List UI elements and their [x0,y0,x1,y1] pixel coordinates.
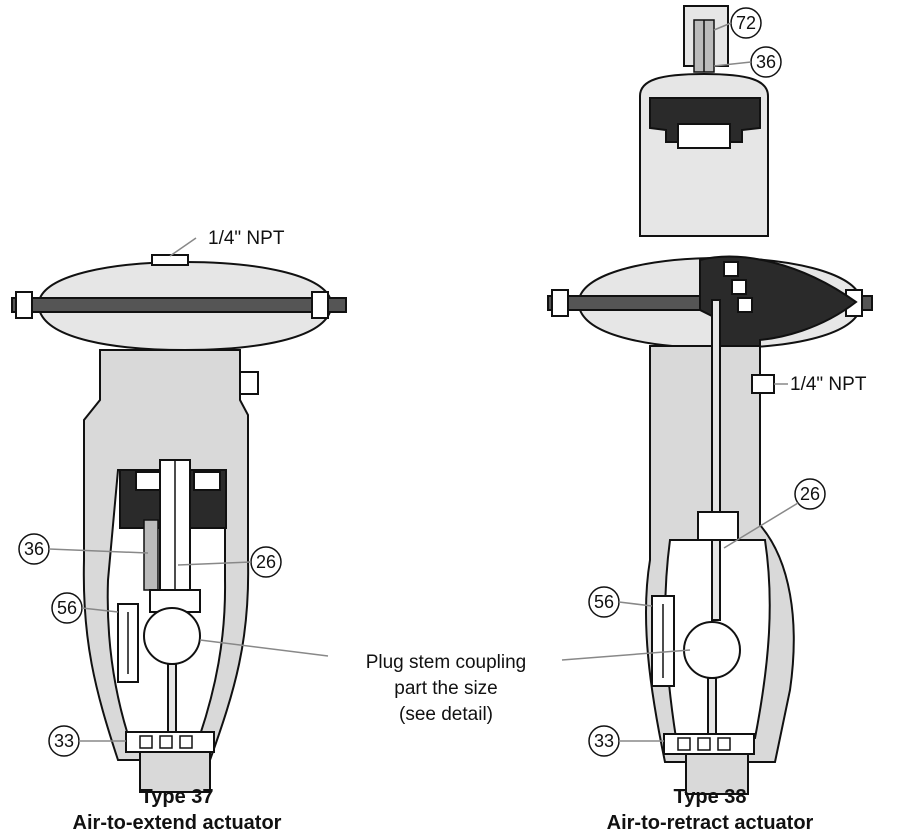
spring-coil-3 [737,297,753,313]
flange-bolt-left [15,291,33,319]
diaphragm-case-upper [38,260,332,299]
svg-text:56: 56 [594,592,614,612]
top-port-boss [151,254,189,266]
right-callout-33: 33 [588,725,664,757]
left-callout-33: 33 [48,725,126,757]
coupling-note-line3: (see detail) [399,704,493,725]
svg-text:33: 33 [54,731,74,751]
right-actuator-stem [711,299,721,621]
left-port-label: 1/4" NPT [208,228,285,249]
diaphragm-flange [11,297,347,313]
type-38-actuator [547,5,873,795]
right-callout-56: 56 [588,586,653,618]
right-port-label: 1/4" NPT [790,374,867,395]
right-lower-stem [707,677,717,735]
type-37-actuator [11,254,347,793]
svg-text:56: 56 [57,598,77,618]
diaphragm-case-lower [38,311,332,352]
coupling-leader-left [199,639,329,657]
svg-text:26: 26 [256,552,276,572]
stem-threads [143,519,159,591]
coupling-leader-right [561,649,691,661]
yoke-locknut [125,731,215,753]
svg-text:26: 26 [800,484,820,504]
spring-coil-2 [731,279,747,295]
left-callout-26: 26 [177,546,282,578]
spring-coil-1 [723,261,739,277]
right-stem-coupling [683,621,741,679]
coupling-note-line2: part the size [394,678,498,699]
right-caption-desc: Air-to-retract actuator [607,812,814,834]
side-fitting [239,371,259,395]
adjuster-nut-right [193,471,221,491]
right-callout-72: 72 [713,7,762,39]
left-caption-desc: Air-to-extend actuator [73,812,282,834]
right-stem-lock [697,511,739,541]
right-port-fitting [751,374,775,394]
adjuster-nut-left [135,471,163,491]
flange-bolt-right [311,291,329,319]
svg-text:36: 36 [24,539,44,559]
right-callout-36: 36 [713,46,782,78]
left-caption-type: Type 37 [141,786,214,808]
right-callout-26: 26 [723,478,826,549]
coupling-note-line1: Plug stem coupling [366,652,527,673]
bonnet-stub [139,751,211,793]
right-flange-bolt-left [551,289,569,317]
left-callout-56: 56 [51,592,119,624]
lower-stem [167,663,177,733]
right-bonnet-stub [685,753,749,795]
right-caption-type: Type 38 [674,786,747,808]
left-callout-36: 36 [18,533,149,565]
upper-nut [677,123,731,149]
svg-text:72: 72 [736,13,756,33]
svg-text:36: 36 [756,52,776,72]
stem-coupling [143,607,201,665]
svg-text:33: 33 [594,731,614,751]
